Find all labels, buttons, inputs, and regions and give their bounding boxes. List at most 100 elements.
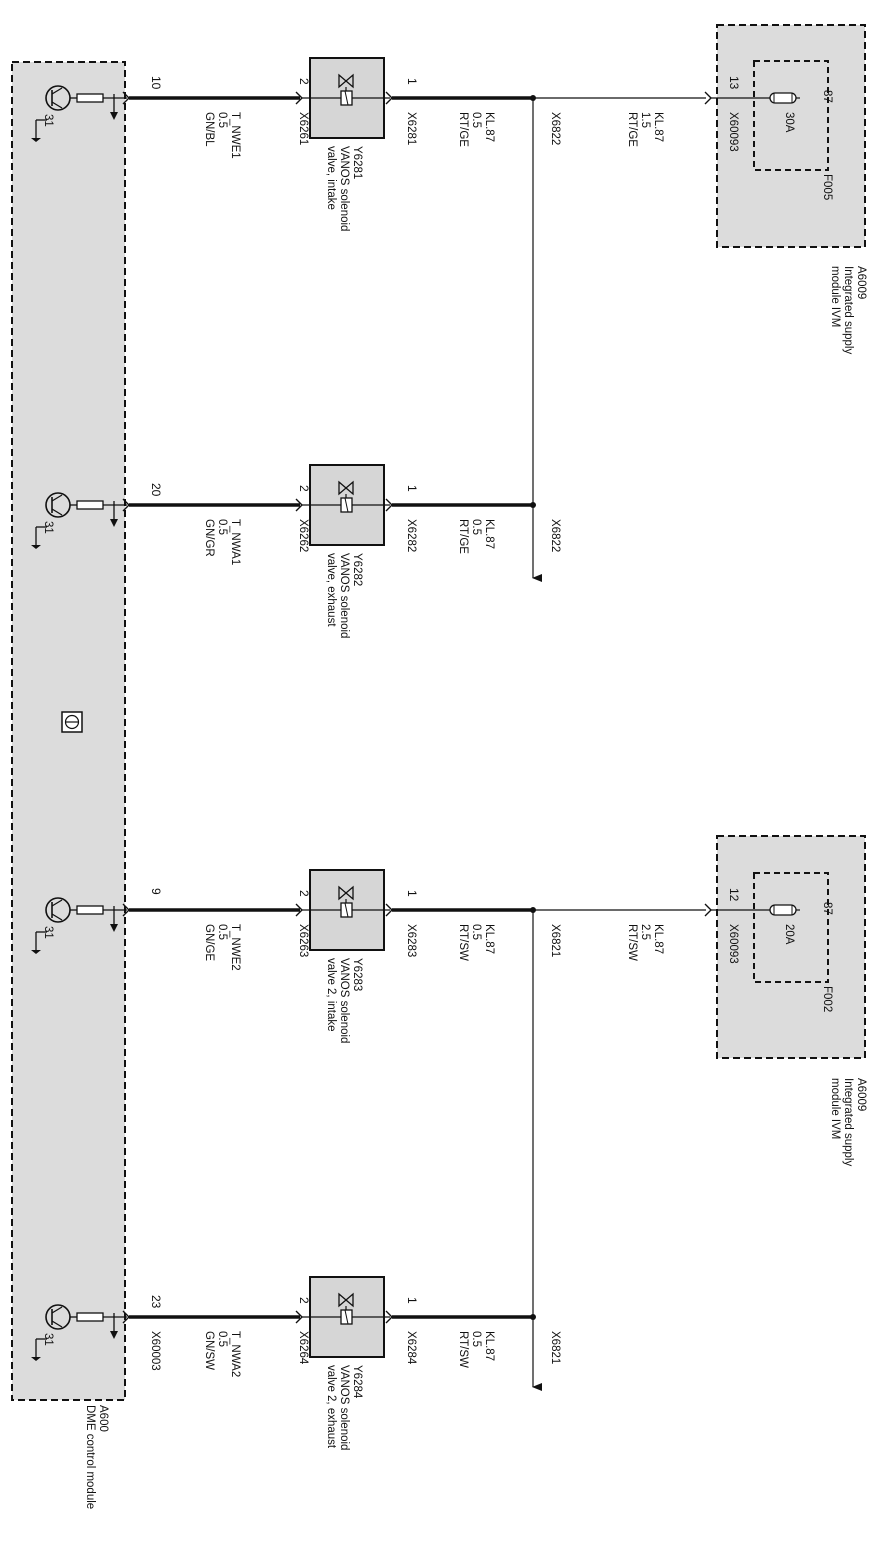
valve-label-1-1: VANOS solenoid (338, 146, 350, 231)
feed-label-3-1: 2.5 (639, 924, 651, 940)
ground-label-2: 31 (42, 521, 54, 534)
valve-icon (338, 73, 354, 89)
ivm-label-1-2: module IVM (829, 266, 841, 327)
fuse-box-1 (753, 60, 829, 171)
ivm-module-box-1 (716, 24, 866, 248)
supply-label-2-0: KL.87 (483, 519, 495, 549)
valve-label-4-2: valve 2, exhaust (325, 1365, 337, 1449)
ivm-label-3-2: module IVM (829, 1078, 841, 1139)
fuse-term-3: 87 (821, 902, 833, 915)
resistor-icon (76, 905, 104, 915)
fuse-rating-3: 20A (783, 924, 795, 945)
transistor-emitter (51, 1320, 63, 1328)
feed-label-1-2: RT/GE (626, 112, 638, 147)
supply-label-2-1: 0.5 (470, 519, 482, 535)
supply-label-1-2: RT/GE (457, 112, 469, 147)
ref-arrow-icon (110, 924, 118, 932)
fuse-rating-1: 30A (783, 112, 795, 133)
solenoid-coil-diag (344, 90, 349, 106)
solenoid-coil-diag (344, 1309, 349, 1325)
transistor-emitter (51, 913, 63, 921)
conn-in-2: X6282 (405, 519, 417, 552)
ref-arrow-icon (110, 112, 118, 120)
splice-dot-icon (530, 1314, 536, 1320)
signal-label-1-0: T_NWE1 (229, 112, 241, 159)
ivm-label-3-0: A6009 (855, 1078, 867, 1111)
transistor-collector (51, 87, 63, 95)
valve-label-2-0: Y6282 (351, 553, 363, 586)
valve-pin-signal-1: 2 (297, 78, 311, 85)
valve-pin-signal-3: 2 (297, 890, 311, 897)
resistor-icon (76, 500, 104, 510)
ground-label-1: 31 (42, 114, 54, 127)
splice-label-1: X6822 (549, 112, 561, 145)
signal-label-4-1: 0.5 (216, 1331, 228, 1347)
conn-in-1: X6281 (405, 112, 417, 145)
valve-pin-supply-1: 1 (405, 78, 419, 85)
supply-label-3-1: 0.5 (470, 924, 482, 940)
fuse-id-3: F002 (821, 986, 833, 1012)
supply-label-3-0: KL.87 (483, 924, 495, 954)
valve-label-1-2: valve, intake (325, 146, 337, 210)
valve-pin-supply-4: 1 (405, 1297, 419, 1304)
supply-label-2-2: RT/GE (457, 519, 469, 554)
resistor-icon (76, 93, 104, 103)
ground-icon (31, 545, 41, 549)
signal-label-4-2: GN/SW (203, 1331, 215, 1370)
valve-icon (338, 885, 354, 901)
splice-label-2: X6822 (549, 519, 561, 552)
valve-pin-supply-3: 1 (405, 890, 419, 897)
signal-label-2-0: T_NWA1 (229, 519, 241, 565)
transistor-collector (51, 899, 63, 907)
dme-pin-3: 9 (149, 888, 163, 895)
valve-pin-signal-4: 2 (297, 1297, 311, 1304)
ivm-connector-1: X60093 (727, 112, 739, 152)
feed-label-1-0: KL.87 (652, 112, 664, 142)
dme-label-1: DME control module (84, 1405, 96, 1509)
signal-label-2-1: 0.5 (216, 519, 228, 535)
valve-label-2-1: VANOS solenoid (338, 553, 350, 638)
dme-pin-4: 23 (149, 1295, 163, 1309)
dme-connector: X60003 (149, 1331, 161, 1371)
solenoid-coil-diag (344, 902, 349, 918)
dme-label-0: A600 (97, 1405, 109, 1432)
ivm-label-1-0: A6009 (855, 266, 867, 299)
fuse-id-1: F005 (821, 174, 833, 200)
ref-arrow-icon (110, 1331, 118, 1339)
conn-out-1: X6261 (297, 112, 309, 145)
dme-pin-2: 20 (149, 483, 163, 497)
supply-label-4-1: 0.5 (470, 1331, 482, 1347)
dme-module-symbol-icon (61, 711, 83, 733)
ground-icon (31, 138, 41, 142)
conn-out-2: X6262 (297, 519, 309, 552)
signal-label-1-1: 0.5 (216, 112, 228, 128)
solenoid-coil-diag (344, 497, 349, 513)
valve-icon (338, 1292, 354, 1308)
valve-label-4-0: Y6284 (351, 1365, 363, 1399)
resistor-icon (76, 1312, 104, 1322)
conn-in-4: X6284 (405, 1331, 417, 1365)
transistor-emitter (51, 101, 63, 109)
supply-label-4-0: KL.87 (483, 1331, 495, 1361)
ivm-connector-3: X60093 (727, 924, 739, 964)
conn-out-4: X6264 (297, 1331, 309, 1365)
valve-label-2-2: valve, exhaust (325, 553, 337, 627)
ivm-module-box-2 (716, 835, 866, 1059)
ground-icon (31, 1357, 41, 1361)
fuse-term-1: 87 (821, 90, 833, 103)
splice-dot-icon (530, 502, 536, 508)
dme-pin-1: 10 (149, 76, 163, 90)
valve-pin-supply-2: 1 (405, 485, 419, 492)
supply-label-4-2: RT/SW (457, 1331, 469, 1368)
fuse-box-3 (753, 872, 829, 983)
splice-label-3: X6821 (549, 924, 561, 957)
valve-label-4-1: VANOS solenoid (338, 1365, 350, 1450)
signal-label-3-0: T_NWE2 (229, 924, 241, 971)
transistor-emitter (51, 508, 63, 516)
fuse-pin-1: 13 (727, 76, 741, 90)
ground-label-4: 31 (42, 1333, 54, 1346)
valve-label-3-0: Y6283 (351, 958, 363, 991)
transistor-collector (51, 1306, 63, 1314)
signal-label-3-1: 0.5 (216, 924, 228, 940)
